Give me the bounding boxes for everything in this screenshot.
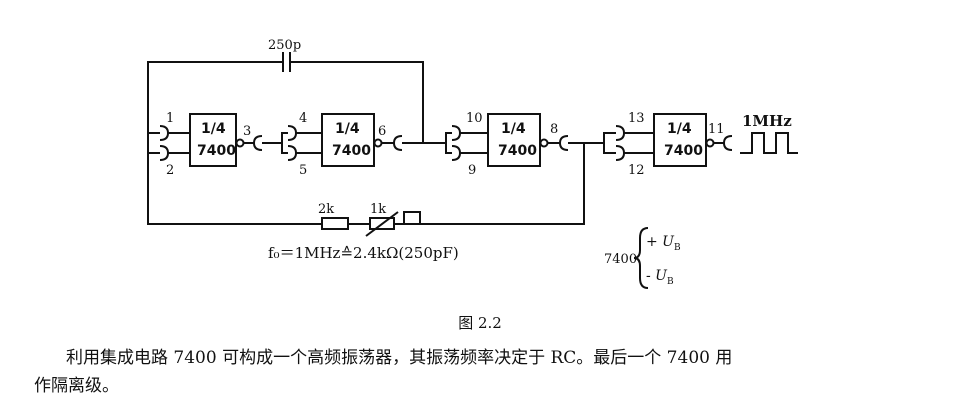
gate-1-pin-in-b: 2 bbox=[166, 163, 174, 178]
frequency-formula: f₀＝1MHz≙2.4kΩ(250pF) bbox=[268, 244, 459, 262]
gate-2-pin-in-a: 4 bbox=[299, 111, 307, 126]
resistor-1k-label: 1k bbox=[370, 202, 386, 217]
gate-4 bbox=[603, 113, 733, 167]
gate-1-body bbox=[189, 113, 237, 167]
gate-1-pin-in-a: 1 bbox=[166, 111, 174, 126]
gate-4-pin-in-a: 13 bbox=[628, 111, 645, 126]
gate-2-pin-out: 6 bbox=[378, 124, 386, 139]
gate-1-pin-out: 3 bbox=[243, 124, 251, 139]
gate-1-bubble bbox=[235, 138, 245, 148]
gate-3-fraction: 1/4 bbox=[501, 121, 526, 137]
capacitor-feedback-path bbox=[147, 52, 424, 142]
gate-3-part: 7400 bbox=[498, 143, 537, 159]
gate-2 bbox=[270, 113, 446, 167]
capacitor-label: 250p bbox=[268, 38, 301, 53]
gate-1-part: 7400 bbox=[197, 143, 236, 159]
gate-3-pin-in-b: 9 bbox=[468, 163, 476, 178]
gate-2-part: 7400 bbox=[332, 143, 371, 159]
gate-3 bbox=[445, 113, 604, 167]
supply-brace bbox=[633, 227, 649, 289]
gate-3-pin-out: 8 bbox=[550, 122, 558, 137]
supply-part-label: 7400 bbox=[604, 252, 637, 267]
gate-1 bbox=[147, 113, 270, 167]
resistor-2k-label: 2k bbox=[318, 202, 334, 217]
supply-minus-text: - U bbox=[646, 268, 668, 284]
square-wave-icon bbox=[740, 132, 798, 154]
supply-plus-subscript: B bbox=[674, 243, 681, 253]
description-paragraph: 利用集成电路 7400 可构成一个高频振荡器，其振荡频率决定于 RC。最后一个 … bbox=[34, 344, 926, 400]
gate-1-fraction: 1/4 bbox=[201, 121, 226, 137]
gate-3-bubble bbox=[539, 138, 549, 148]
resistor-2k bbox=[321, 217, 349, 230]
description-line-2: 作隔离级。 bbox=[34, 376, 119, 396]
gate-2-pin-in-b: 5 bbox=[299, 163, 307, 178]
gate-2-body bbox=[321, 113, 375, 167]
rc-feedback-path bbox=[147, 142, 604, 237]
gate-4-fraction: 1/4 bbox=[667, 121, 692, 137]
gate-4-pin-in-b: 12 bbox=[628, 163, 645, 178]
output-frequency-label: 1MHz bbox=[742, 112, 792, 130]
supply-minus-label: - UB bbox=[646, 268, 674, 287]
gate-4-bubble bbox=[705, 138, 715, 148]
gate-3-pin-in-a: 10 bbox=[466, 111, 483, 126]
gate-4-body bbox=[653, 113, 707, 167]
gate-2-fraction: 1/4 bbox=[335, 121, 360, 137]
gate-4-pin-out: 11 bbox=[708, 122, 725, 137]
supply-minus-subscript: B bbox=[667, 277, 674, 287]
gate-4-part: 7400 bbox=[664, 143, 703, 159]
gate-3-body bbox=[487, 113, 541, 167]
figure-caption: 图 2.2 bbox=[458, 314, 502, 332]
gate-2-bubble bbox=[373, 138, 383, 148]
supply-plus-text: + U bbox=[646, 234, 675, 250]
description-line-1: 利用集成电路 7400 可构成一个高频振荡器，其振荡频率决定于 RC。最后一个 … bbox=[66, 348, 733, 368]
supply-plus-label: + UB bbox=[646, 234, 681, 253]
